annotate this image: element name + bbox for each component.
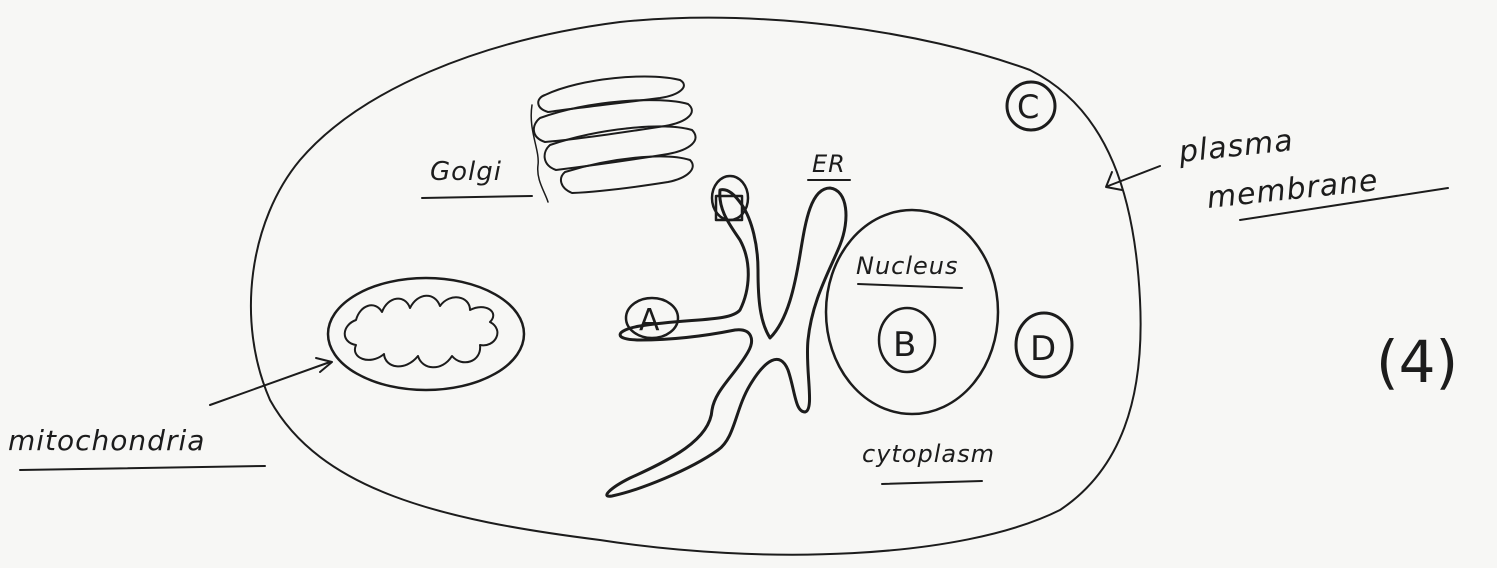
er-vesicle — [712, 176, 748, 220]
mitochondria-label-underline — [20, 466, 265, 470]
cytoplasm-label-underline — [882, 481, 982, 484]
marker-b-label: B — [893, 325, 916, 365]
mitochondria-label: mitochondria — [8, 424, 205, 457]
golgi-label: Golgi — [430, 157, 502, 187]
golgi-apparatus — [531, 76, 695, 202]
endoplasmic-reticulum — [607, 188, 846, 496]
nucleus-outline — [826, 210, 998, 414]
marker-a-label: A — [639, 303, 660, 338]
mitochondrion-cristae — [345, 296, 498, 368]
marker-d-label: D — [1030, 329, 1056, 369]
cytoplasm-label: cytoplasm — [862, 440, 995, 468]
nucleus-label-underline — [858, 284, 962, 288]
er-label: ER — [812, 150, 846, 178]
golgi-label-underline — [422, 196, 532, 198]
marker-c-label: C — [1017, 88, 1039, 126]
question-number: (4) — [1376, 328, 1458, 396]
plasma-label: plasma — [1176, 123, 1295, 170]
membrane-label: membrane — [1205, 163, 1380, 216]
nucleus-label: Nucleus — [856, 252, 959, 280]
